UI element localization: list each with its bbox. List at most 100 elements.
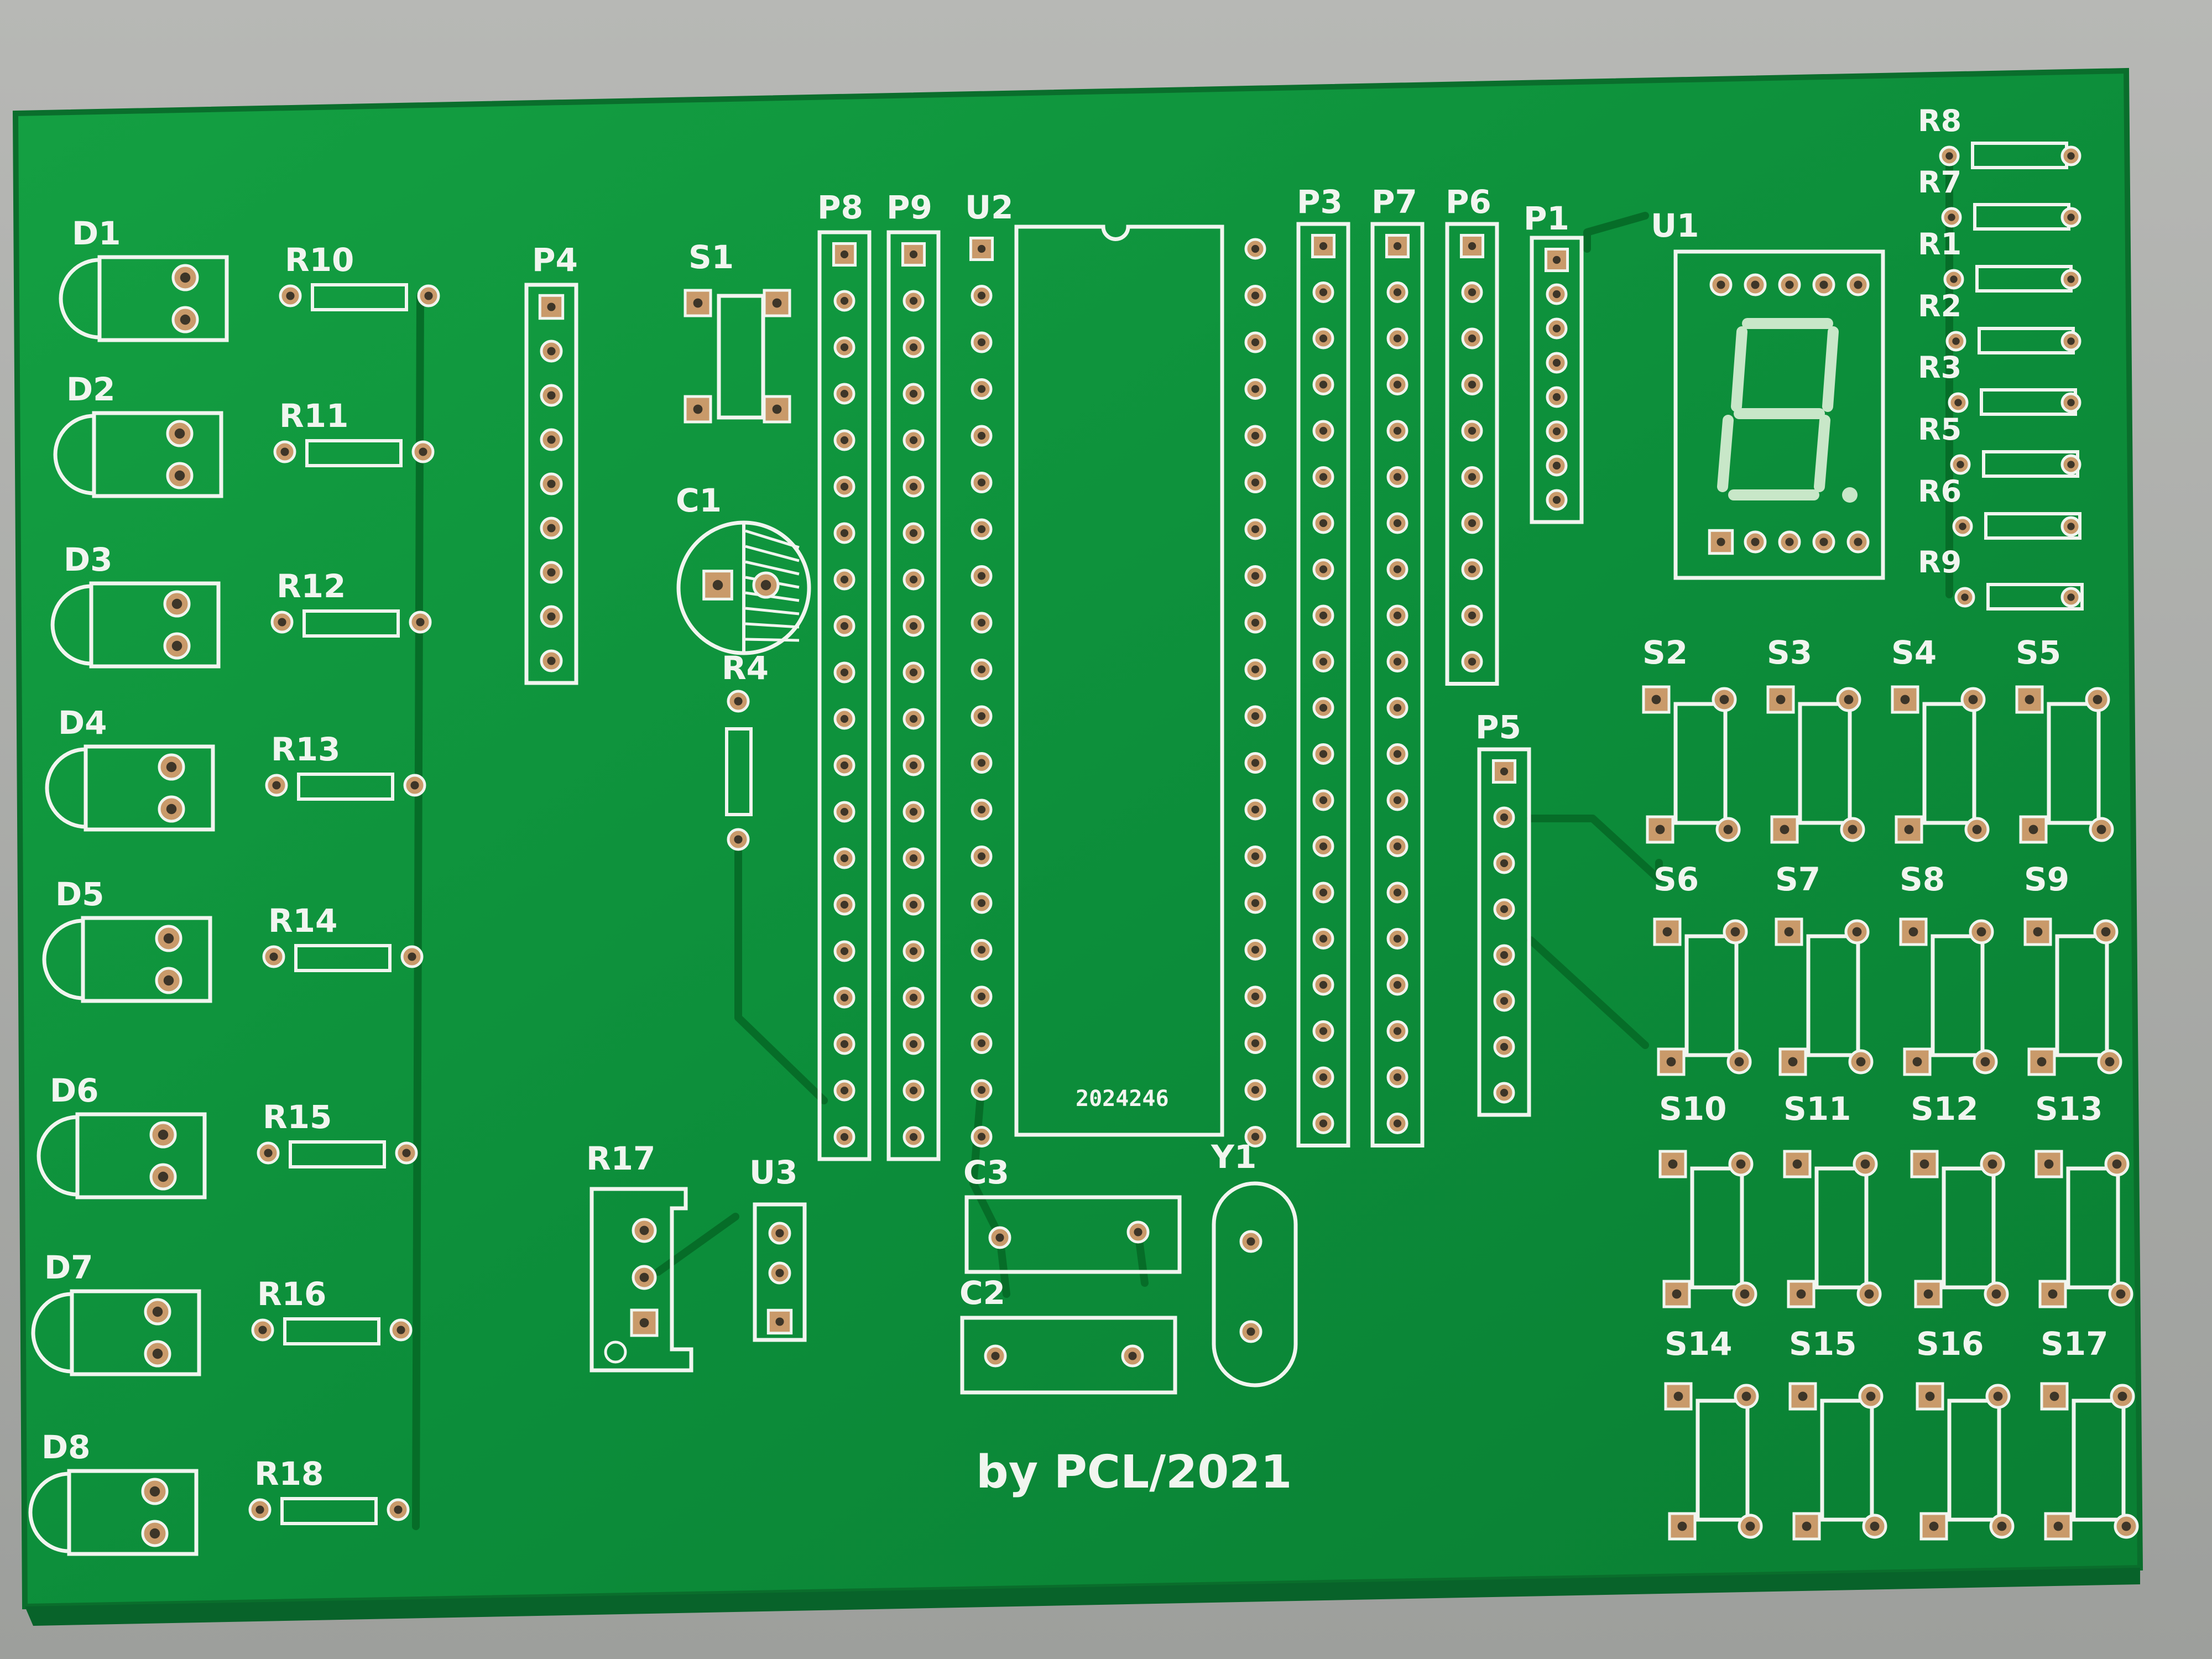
pad-hole [180, 314, 191, 325]
pad-hole [977, 759, 986, 767]
p6-pad [1461, 420, 1483, 442]
u1-outline [1673, 249, 1885, 580]
resistor-pad [395, 1141, 418, 1165]
pad-hole [2067, 399, 2075, 406]
s1-body [717, 294, 765, 420]
label-r3: R3 [1918, 350, 1961, 385]
r17-outline [589, 1187, 693, 1373]
pad-hole [1784, 927, 1794, 937]
led-body [84, 744, 215, 832]
u2-pad-right [1244, 659, 1266, 680]
pad-hole [1468, 519, 1477, 528]
rcol-pad [1939, 145, 1960, 166]
p4-pad [540, 649, 563, 672]
pad-hole [1246, 1237, 1255, 1246]
switch-pad [1662, 1280, 1691, 1308]
pad-hole [2093, 695, 2103, 705]
pad-hole [2048, 1289, 2058, 1299]
p3-pad [1312, 1020, 1334, 1042]
pad-hole [1319, 473, 1328, 481]
p9-pad [902, 801, 925, 823]
pad-hole [2025, 695, 2034, 705]
pad-hole [410, 781, 419, 790]
u1-pad-bottom [1778, 530, 1801, 554]
label-p4: P4 [532, 241, 578, 279]
pad-hole [1662, 927, 1672, 937]
pad-hole [547, 347, 556, 356]
pad-hole [775, 1229, 784, 1238]
label-r12: R12 [276, 567, 346, 605]
p3-outline [1296, 222, 1350, 1147]
p1-pad [1546, 489, 1568, 511]
pad-hole [1925, 1391, 1935, 1401]
switch-pad [2085, 687, 2110, 712]
p9-pad [902, 383, 925, 405]
p1-pad [1546, 455, 1568, 477]
pad-hole [840, 1086, 849, 1095]
pad-hole [1651, 695, 1661, 705]
pad-hole [840, 947, 849, 956]
s1-pad [763, 395, 791, 424]
y1-pad [1239, 1230, 1262, 1253]
p7-pad [1386, 1066, 1408, 1088]
p8-pad [833, 383, 855, 405]
u2-pad-right [1244, 285, 1266, 306]
switch-pad [1984, 1281, 2009, 1307]
p7-pad [1386, 1020, 1408, 1042]
pad-hole [1319, 611, 1328, 620]
p8-pad [833, 940, 855, 962]
p9-pad [902, 987, 925, 1009]
u2-pad-right [1244, 565, 1266, 587]
segment [1814, 415, 1830, 492]
pad-hole [269, 952, 278, 961]
pad-hole [1319, 1119, 1328, 1128]
label-r16: R16 [257, 1275, 326, 1313]
p9-pad [902, 1033, 925, 1055]
rcol-pad [2060, 392, 2081, 413]
label-s10: S10 [1659, 1090, 1727, 1128]
pad-hole [1393, 750, 1402, 758]
switch-pad [1726, 1049, 1752, 1074]
pad-hole [547, 391, 556, 400]
switch-body [1806, 934, 1860, 1057]
pad-hole [1552, 495, 1561, 504]
pad-hole [1319, 288, 1328, 296]
label-s12: S12 [1911, 1090, 1979, 1128]
resistor-pad [279, 284, 302, 307]
pad-hole [977, 431, 986, 440]
pad-hole [1251, 618, 1260, 627]
u2-pad-left [971, 331, 993, 353]
p5-outline [1477, 747, 1531, 1117]
pad-hole [1319, 658, 1328, 666]
resistor-body [297, 773, 394, 801]
pad-hole [1961, 593, 1969, 601]
switch-pad [2044, 1512, 2073, 1541]
pad-hole [149, 1528, 160, 1539]
p5-trace [1527, 936, 1649, 1049]
pad-hole [1866, 1391, 1876, 1401]
p3-pad [1312, 466, 1334, 488]
switch-pad [1960, 687, 1986, 712]
c1-hatch [745, 622, 800, 629]
pad-hole [840, 807, 849, 816]
p5-pad [1493, 944, 1515, 966]
pad-hole [1393, 935, 1402, 943]
pad-hole [2053, 1521, 2063, 1531]
pad-hole [909, 622, 918, 630]
p3-pad [1311, 233, 1336, 259]
resistor-body [302, 609, 400, 638]
pad-hole [1717, 538, 1725, 546]
label-y1: Y1 [1211, 1138, 1256, 1176]
switch-body [2072, 1399, 2126, 1522]
u3-pad [768, 1261, 791, 1285]
seven-segment-digit [1717, 318, 1839, 500]
pad-hole [1796, 1289, 1806, 1299]
u1-pad-bottom [1812, 530, 1835, 554]
pad-hole [909, 389, 918, 398]
u2-pad-left [971, 1126, 993, 1147]
switch-pad [1738, 1514, 1763, 1539]
pad-hole [1251, 946, 1260, 954]
p8-pad [833, 847, 855, 869]
label-d2: D2 [66, 371, 116, 408]
u2-outline [1014, 225, 1224, 1137]
